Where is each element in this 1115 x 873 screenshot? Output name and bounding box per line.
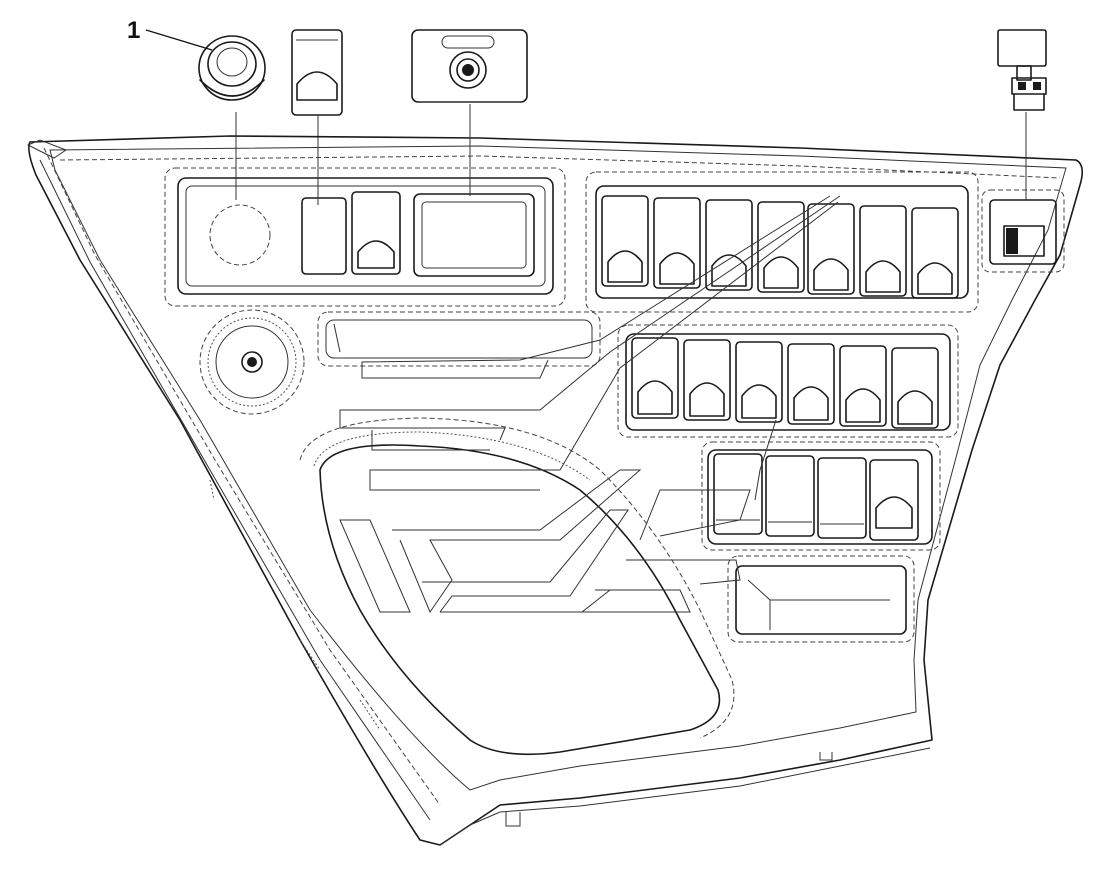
rocker-switch <box>735 341 783 423</box>
rocker-switch <box>869 459 919 541</box>
rocker-switch-part <box>291 29 343 138</box>
rocker-switch <box>807 203 855 295</box>
large-recess <box>299 417 735 756</box>
edge-details <box>209 479 381 731</box>
rocker-switch <box>911 207 959 299</box>
switch-row-upper <box>585 171 979 313</box>
ignition-knob <box>199 309 305 415</box>
display-module-part <box>411 29 528 136</box>
switch-row-lower <box>701 441 941 551</box>
callout-1-leader <box>145 29 213 51</box>
connector-part <box>997 29 1047 140</box>
rocker-switch <box>817 457 867 539</box>
callout-1-label: 1 <box>127 17 140 44</box>
rocker-switch <box>787 343 835 425</box>
rocker-switch <box>653 197 701 289</box>
rocker-switch <box>757 201 805 293</box>
rocker-switch <box>705 199 753 291</box>
callout-1: 1 <box>127 17 213 51</box>
switch-row-middle <box>617 324 959 438</box>
rocker-switch <box>683 339 731 421</box>
rocker-switch <box>713 453 763 535</box>
single-switch-right <box>981 140 1065 273</box>
rocker-switch <box>891 347 939 429</box>
rocker-switch <box>839 345 887 427</box>
dashboard-panel-body <box>26 135 1084 846</box>
slot-bar <box>317 311 601 367</box>
rotary-knob-part <box>198 35 266 136</box>
rocker-switch <box>859 205 907 297</box>
top-left-switch-tray <box>164 136 566 307</box>
rocker-switch <box>765 455 815 537</box>
storage-pocket <box>727 555 915 643</box>
rocker-switch <box>601 195 649 287</box>
rocker-switch <box>631 337 679 419</box>
wire-harness <box>339 195 841 614</box>
